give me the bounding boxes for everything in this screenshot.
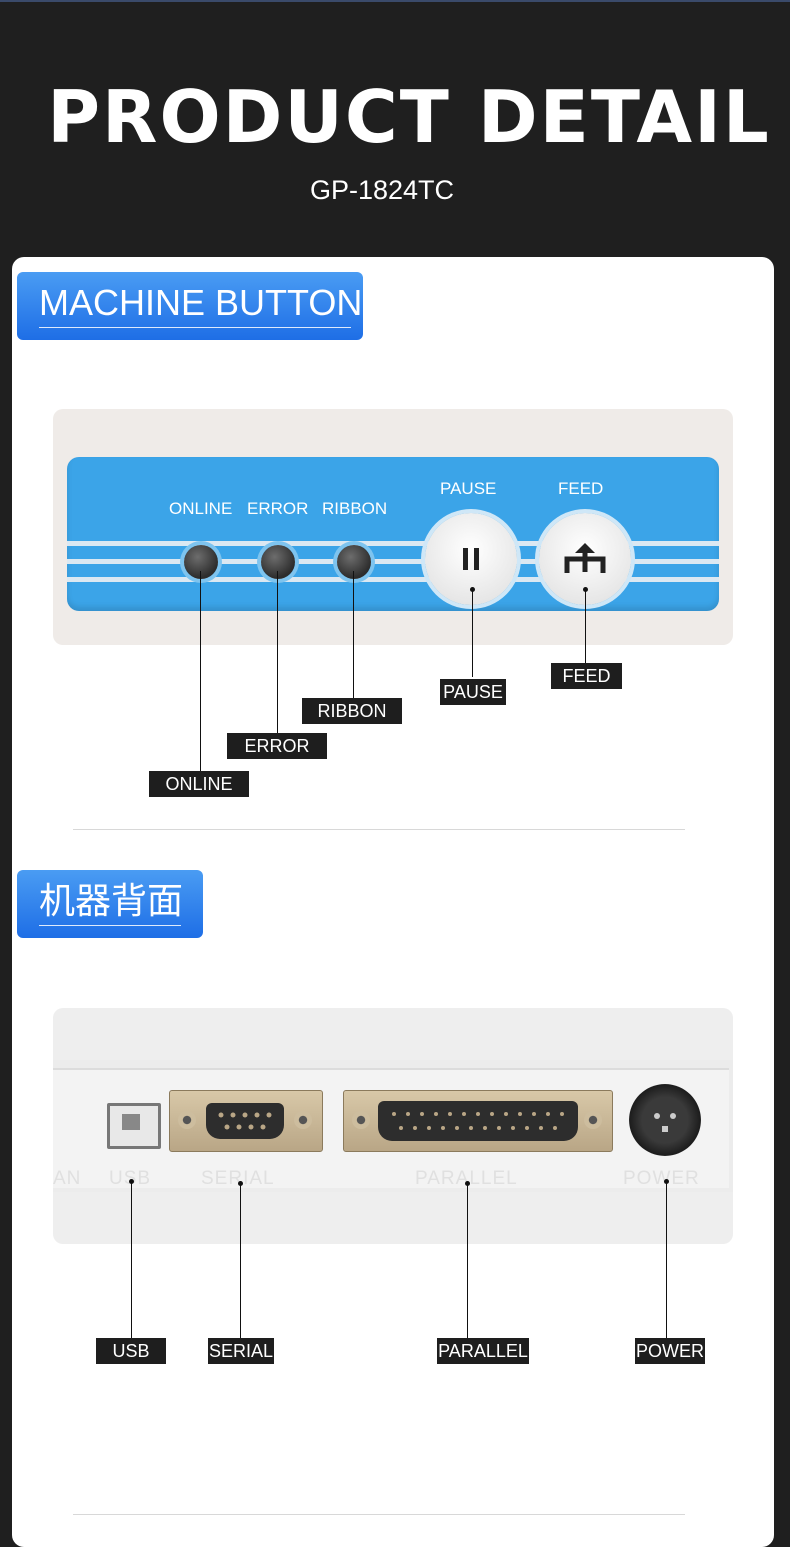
callout-error: ERROR xyxy=(227,733,327,759)
control-panel-photo: ONLINE ERROR RIBBON PAUSE FEED xyxy=(53,409,733,645)
callout-serial: SERIAL xyxy=(208,1338,274,1364)
section-tag-underline xyxy=(39,327,351,328)
section-tag-label: 机器背面 xyxy=(39,880,184,921)
usb-port-icon xyxy=(107,1103,161,1149)
callout-feed: FEED xyxy=(551,663,622,689)
online-led-icon xyxy=(184,545,218,579)
power-port-icon xyxy=(629,1084,701,1156)
section-tag-underline xyxy=(39,925,181,926)
section-tag-label: MACHINE BUTTON xyxy=(39,282,363,323)
callout-line-ribbon xyxy=(353,571,354,699)
silkscreen-serial: SERIAL xyxy=(201,1168,275,1189)
error-led-icon xyxy=(261,545,295,579)
silkscreen-parallel: PARALLEL xyxy=(415,1168,518,1189)
section-divider xyxy=(73,1514,685,1515)
callout-dot xyxy=(129,1179,134,1184)
silkscreen-usb: USB xyxy=(109,1168,151,1190)
ribbon-led-icon xyxy=(337,545,371,579)
callout-line-pause xyxy=(472,589,473,677)
control-plate: ONLINE ERROR RIBBON PAUSE FEED xyxy=(67,457,719,611)
rear-panel-photo: AN USB SERIAL PARALLEL POWER xyxy=(53,1008,733,1244)
model-number: GP-1824TC xyxy=(309,175,455,205)
callout-line-parallel xyxy=(467,1183,468,1341)
top-edge-line xyxy=(0,0,790,2)
serial-port-icon xyxy=(169,1090,323,1152)
callout-parallel: PARALLEL xyxy=(437,1338,529,1364)
plate-stripe xyxy=(67,559,719,564)
plate-stripe xyxy=(67,577,719,582)
callout-ribbon: RIBBON xyxy=(302,698,402,724)
plate-label-pause: PAUSE xyxy=(440,479,497,498)
section-tag-rear-view: 机器背面 xyxy=(17,870,203,938)
page-title: PRODUCT DETAIL xyxy=(47,75,771,159)
callout-dot xyxy=(465,1181,470,1186)
pause-button[interactable] xyxy=(425,513,517,605)
callout-power: POWER xyxy=(635,1338,705,1364)
feed-icon xyxy=(564,543,606,573)
parallel-port-icon xyxy=(343,1090,613,1152)
callout-dot xyxy=(583,587,588,592)
plate-stripe xyxy=(67,541,719,546)
callout-line-serial xyxy=(240,1183,241,1341)
plate-label-error: ERROR xyxy=(247,499,309,518)
callout-dot xyxy=(470,587,475,592)
section-tag-machine-button: MACHINE BUTTON xyxy=(17,272,363,340)
callout-line-usb xyxy=(131,1181,132,1341)
callout-line-error xyxy=(277,571,278,735)
plate-label-ribbon: RIBBON xyxy=(322,499,388,518)
pause-icon xyxy=(463,548,479,570)
plate-label-online: ONLINE xyxy=(169,499,233,518)
callout-dot xyxy=(664,1179,669,1184)
silkscreen-power: POWER xyxy=(623,1168,700,1189)
callout-usb: USB xyxy=(96,1338,166,1364)
callout-line-online xyxy=(200,571,201,773)
callout-pause: PAUSE xyxy=(440,679,506,705)
callout-online: ONLINE xyxy=(149,771,249,797)
plate-label-feed: FEED xyxy=(558,479,604,498)
content-panel: MACHINE BUTTON ONLINE ERROR RIBBON PAUSE… xyxy=(12,257,774,1547)
silkscreen-lan: AN xyxy=(53,1168,82,1189)
section-divider xyxy=(73,829,685,830)
callout-dot xyxy=(238,1181,243,1186)
callout-line-power xyxy=(666,1181,667,1341)
callout-line-feed xyxy=(585,589,586,663)
